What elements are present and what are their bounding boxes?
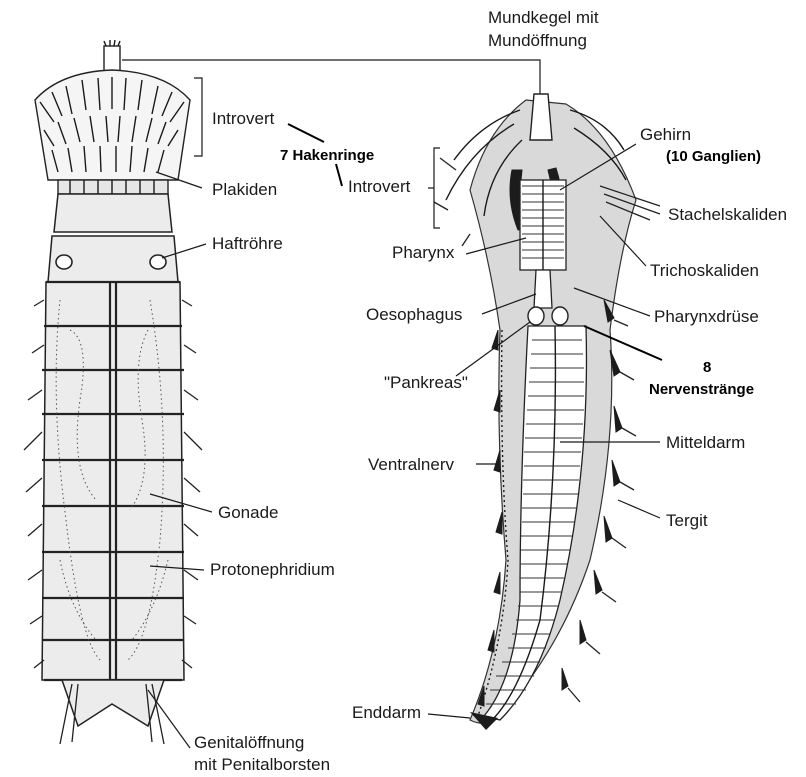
label-plakiden: Plakiden xyxy=(212,180,277,199)
hakenringe-leader-up xyxy=(288,124,324,142)
label-gehirn: Gehirn xyxy=(640,125,691,144)
left-animal-figure xyxy=(24,40,202,744)
mundkegel-connector xyxy=(122,60,540,94)
label-mundkegel-line1: Mundkegel mit xyxy=(488,8,599,27)
label-haftroehre: Haftröhre xyxy=(212,234,283,253)
label-trichoskaliden: Trichoskaliden xyxy=(650,261,759,280)
label-stachelskaliden: Stachelskaliden xyxy=(668,205,787,224)
label-nerv-num: 8 xyxy=(703,359,711,376)
left-mouth-cone xyxy=(104,46,120,72)
label-enddarm: Enddarm xyxy=(352,703,421,722)
label-oesophagus: Oesophagus xyxy=(366,305,462,324)
left-neck xyxy=(54,194,172,232)
left-trunk xyxy=(24,282,202,680)
label-protonephridium: Protonephridium xyxy=(210,560,335,579)
introvert-bracket-left xyxy=(194,78,202,156)
tergit-leader xyxy=(618,500,660,518)
label-introvert-left: Introvert xyxy=(212,109,275,128)
label-mitteldarm: Mitteldarm xyxy=(666,433,745,452)
label-genital-line2: mit Penitalborsten xyxy=(194,755,330,774)
label-tergit: Tergit xyxy=(666,511,708,530)
left-haftroehre-left xyxy=(56,255,72,269)
genital-leader xyxy=(148,690,190,748)
label-gonade: Gonade xyxy=(218,503,279,522)
label-genital-line1: Genitalöffnung xyxy=(194,733,304,752)
enddarm-leader xyxy=(428,714,470,718)
right-pankreas-right xyxy=(552,307,568,325)
right-pankreas-left xyxy=(528,307,544,325)
left-posterior-end xyxy=(60,680,164,744)
right-oesophagus xyxy=(534,270,552,308)
label-pankreas: "Pankreas" xyxy=(384,373,468,392)
introvert-bracket-right xyxy=(428,148,440,228)
label-mundkegel-line2: Mundöffnung xyxy=(488,31,587,50)
right-animal-figure xyxy=(434,94,660,730)
label-ventralnerv: Ventralnerv xyxy=(368,455,454,474)
label-nervenstraenge: Nervenstränge xyxy=(649,381,754,398)
left-placids xyxy=(58,180,168,194)
label-introvert-right: Introvert xyxy=(348,177,411,196)
right-mouth-cone xyxy=(530,94,552,140)
label-ganglien: (10 Ganglien) xyxy=(666,148,761,165)
label-hakenringe: 7 Hakenringe xyxy=(280,147,374,164)
label-pharynxdruese: Pharynxdrüse xyxy=(654,307,759,326)
hakenringe-leader-down xyxy=(336,164,342,186)
label-pharynx: Pharynx xyxy=(392,243,455,262)
left-introvert xyxy=(35,70,190,180)
